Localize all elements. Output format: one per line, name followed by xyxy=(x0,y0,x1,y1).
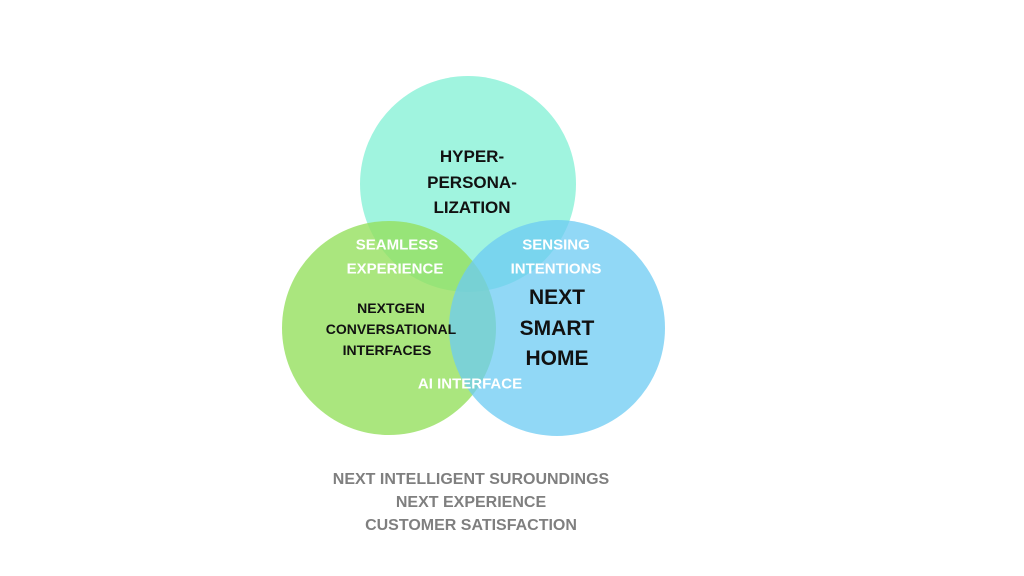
footer-line1: NEXT INTELLIGENT SUROUNDINGS xyxy=(332,471,610,488)
top-label-line3: LIZATION xyxy=(433,198,511,217)
top-label-line1: HYPER- xyxy=(439,147,505,166)
right-label-line1: NEXT xyxy=(528,286,586,309)
circle-smart-home xyxy=(449,220,665,436)
footer-line3: CUSTOMER SATISFACTION xyxy=(365,517,577,534)
left-label-line1: NEXTGEN xyxy=(357,300,425,316)
right-label-line2: SMART xyxy=(519,317,595,340)
overlap-top-right-line2: INTENTIONS xyxy=(510,260,602,278)
overlap-top-left-line2: EXPERIENCE xyxy=(346,260,444,278)
circle-conversational-interfaces xyxy=(282,221,496,435)
left-label-line3: INTERFACES xyxy=(342,342,432,358)
overlap-top-right-line1: SENSING xyxy=(522,236,590,254)
left-label-line2: CONVERSATIONAL xyxy=(325,321,457,337)
footer-line2: NEXT EXPERIENCE xyxy=(395,494,547,511)
top-label-line2: PERSONA- xyxy=(427,173,517,192)
right-label-line3: HOME xyxy=(525,347,589,370)
overlap-left-right-label: AI INTERFACE xyxy=(417,375,523,393)
overlap-top-left-line1: SEAMLESS xyxy=(355,236,439,254)
